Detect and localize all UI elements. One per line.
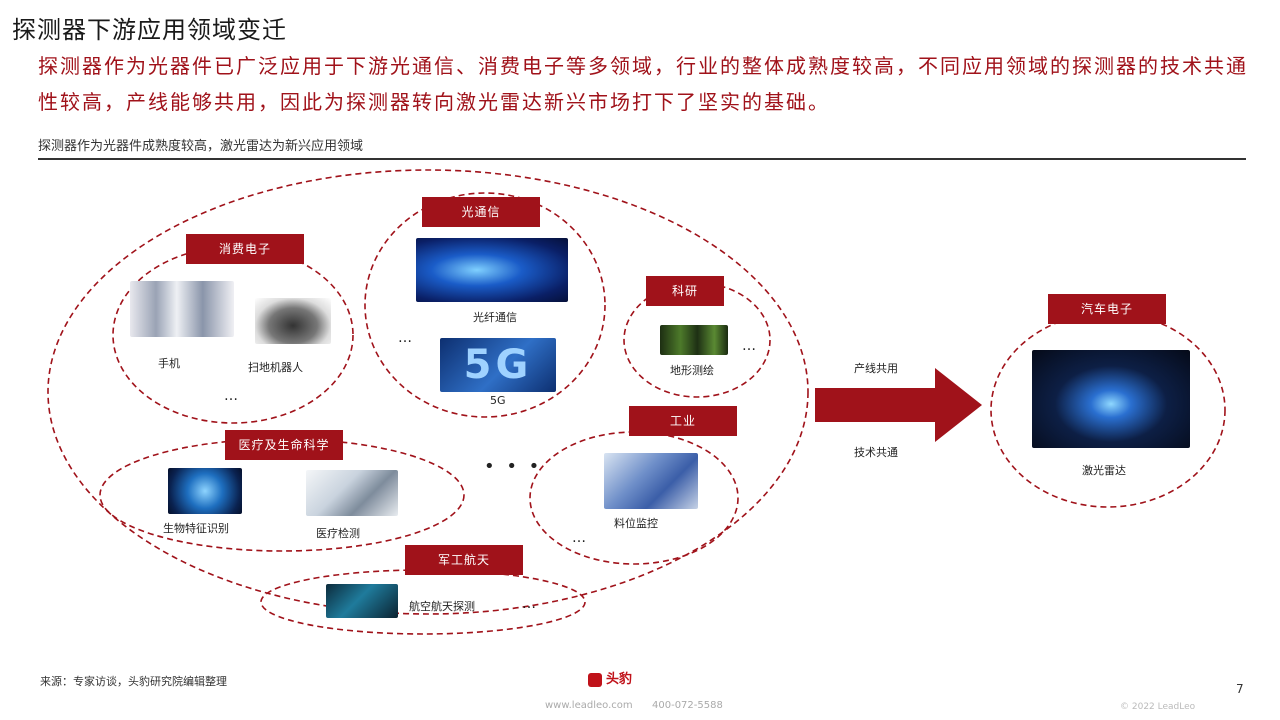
label-medical-test: 医疗检测 <box>316 527 360 540</box>
arrow-label-bottom: 技术共通 <box>854 446 898 459</box>
robot-vacuum-image <box>255 298 331 344</box>
arrow-shape <box>815 368 982 442</box>
military-ellipse <box>260 569 586 635</box>
medical-scan-image <box>306 470 398 516</box>
source-note: 来源：专家访谈，头豹研究院编辑整理 <box>40 675 227 688</box>
center-more: • • • <box>484 456 543 477</box>
consumer-more: … <box>224 388 240 404</box>
label-lidar: 激光雷达 <box>1082 464 1126 477</box>
logo-icon <box>588 672 602 687</box>
page-title: 探测器下游应用领域变迁 <box>12 16 287 44</box>
optical-more: … <box>398 330 414 346</box>
footer-url[interactable]: www.leadleo.com <box>545 700 633 711</box>
section-subtitle: 探测器作为光器件成熟度较高，激光雷达为新兴应用领域 <box>38 139 364 154</box>
footer-tel: 400-072-5588 <box>652 700 723 711</box>
divider <box>38 158 1246 160</box>
label-5g: 5G <box>490 394 506 407</box>
5g-image: 5G <box>440 338 556 392</box>
page-number: 7 <box>1236 682 1244 696</box>
arrow-label-top: 产线共用 <box>854 362 898 375</box>
outer-ellipse <box>47 169 809 615</box>
fiber-image <box>416 238 568 302</box>
military-more: … <box>522 596 538 612</box>
label-aerospace: 航空航天探测 <box>409 600 475 613</box>
biometric-image <box>168 468 242 514</box>
mapping-ellipse <box>623 282 771 398</box>
label-terrain: 地形测绘 <box>670 364 714 377</box>
label-fiber: 光纤通信 <box>473 311 517 324</box>
tag-consumer: 消费电子 <box>186 234 304 264</box>
mapping-more: … <box>742 338 758 354</box>
tag-industry: 工业 <box>629 406 737 436</box>
tag-medical: 医疗及生命科学 <box>225 430 343 460</box>
lidar-image <box>1032 350 1190 448</box>
terrain-image <box>660 325 728 355</box>
phone-image <box>130 281 234 337</box>
tag-auto: 汽车电子 <box>1048 294 1166 324</box>
aerospace-image <box>326 584 398 618</box>
intro-text: 探测器作为光器件已广泛应用于下游光通信、消费电子等多领域，行业的整体成熟度较高，… <box>38 54 1248 114</box>
label-biometric: 生物特征识别 <box>163 522 229 535</box>
brand-logo: 头豹 <box>588 668 632 687</box>
industry-more: … <box>572 530 588 546</box>
label-robot-vacuum: 扫地机器人 <box>248 361 303 374</box>
label-phone: 手机 <box>158 357 180 370</box>
tag-research: 科研 <box>646 276 724 306</box>
copyright: © 2022 LeadLeo <box>1120 702 1196 712</box>
level-monitor-image <box>604 453 698 509</box>
tag-military: 军工航天 <box>405 545 523 575</box>
label-level-monitor: 料位监控 <box>614 517 658 530</box>
logo-text: 头豹 <box>606 672 633 687</box>
optical-ellipse <box>364 192 606 418</box>
tag-optical: 光通信 <box>422 197 540 227</box>
